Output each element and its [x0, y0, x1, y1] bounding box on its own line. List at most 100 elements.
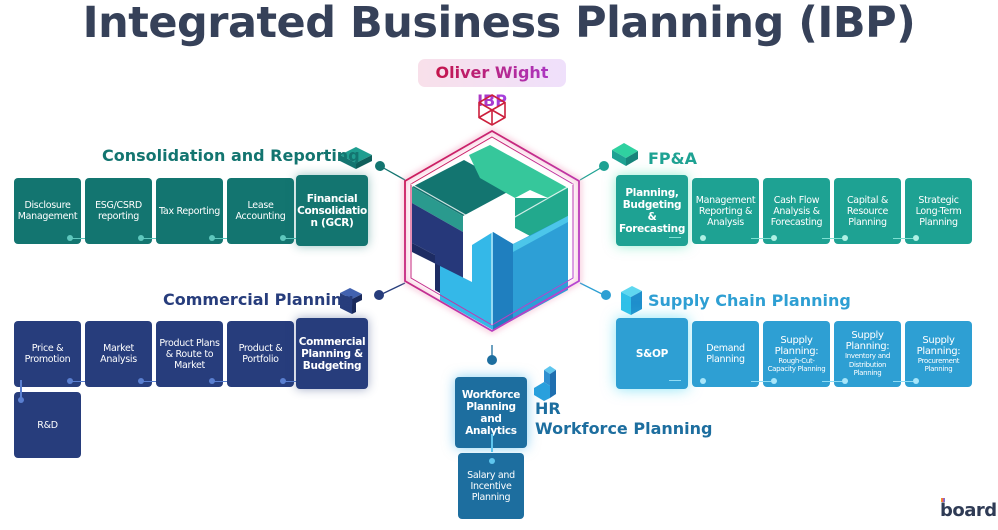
module-supply-planning-rccp[interactable]: Supply Planning:Rough-Cut-Capacity Plann… — [751, 321, 830, 387]
module-lease-accounting[interactable]: Lease Accounting — [227, 178, 302, 244]
module-workforce-planning-analytics[interactable]: Workforce Planning and Analytics — [455, 377, 527, 452]
module-label: Management Reporting & Analysis — [695, 194, 756, 228]
module-label: Supply Planning: — [845, 330, 890, 353]
wireframe-cube-icon — [478, 94, 506, 126]
connector-dot — [842, 378, 848, 384]
connector-dot — [67, 235, 73, 241]
connector-line — [284, 237, 302, 239]
module-label: Demand Planning — [706, 343, 745, 365]
connector-line — [751, 237, 771, 239]
cube-slab-icon — [340, 147, 372, 169]
module-planning-budgeting-forecasting[interactable]: Planning, Budgeting & Forecasting — [616, 175, 688, 246]
cube-corner-icon — [612, 143, 638, 166]
module-sublabel: Procurement Planning — [917, 356, 960, 374]
module-disclosure-management[interactable]: Disclosure Management — [14, 178, 89, 244]
module-label: Cash Flow Analysis & Forecasting — [770, 194, 823, 228]
connector-dot — [913, 378, 919, 384]
cube-step-icon — [340, 288, 362, 314]
module-label: Salary and Incentive Planning — [467, 469, 515, 503]
section-title-hr-line2: Workforce Planning — [535, 419, 713, 438]
connector-dot — [67, 378, 73, 384]
connector-line — [20, 380, 22, 398]
connector-line — [142, 237, 160, 239]
module-label: Workforce Planning and Analytics — [461, 388, 521, 437]
connector-line — [751, 380, 771, 382]
module-salary-incentive-planning[interactable]: Salary and Incentive Planning — [458, 453, 524, 519]
module-label: ESG/CSRD reporting — [95, 200, 142, 222]
module-sublabel: Rough-Cut-Capacity Planning — [767, 356, 826, 374]
module-label: Market Analysis — [100, 343, 137, 365]
connector-dot — [700, 378, 706, 384]
section-title-hr: HR Workforce Planning — [535, 399, 712, 439]
module-sublabel: Inventory and Distribution Planning — [845, 352, 890, 378]
connector-dot — [771, 235, 777, 241]
module-label: S&OP — [635, 347, 669, 360]
section-title-supply-chain: Supply Chain Planning — [648, 291, 851, 310]
module-label: Financial Consolidatio n (GCR) — [297, 192, 367, 229]
oliver-wight-badge: Oliver Wight IBP — [418, 59, 566, 110]
module-r-and-d[interactable]: R&D — [14, 380, 81, 458]
module-s-and-op[interactable]: S&OP — [616, 318, 688, 389]
module-market-analysis[interactable]: Market Analysis — [85, 321, 160, 387]
module-label: Supply Planning: — [774, 334, 819, 357]
connector-dot-commercial — [374, 290, 384, 300]
connector-line — [822, 380, 842, 382]
module-label: Tax Reporting — [159, 205, 220, 217]
module-label: Supply Planning: — [916, 334, 961, 357]
module-tax-reporting[interactable]: Tax Reporting — [156, 178, 231, 244]
module-label: Disclosure Management — [17, 200, 78, 222]
section-title-hr-line1: HR — [535, 399, 561, 418]
module-capital-resource-planning[interactable]: Capital & Resource Planning — [822, 178, 901, 244]
connector-line — [71, 237, 89, 239]
module-label: Product Plans & Route to Market — [159, 337, 220, 371]
connector-dot — [489, 458, 495, 464]
logo-text: board — [940, 500, 997, 521]
module-commercial-planning-budgeting[interactable]: Commercial Planning & Budgeting — [296, 318, 368, 389]
connector-dot — [913, 235, 919, 241]
section-title-fpa: FP&A — [648, 149, 697, 168]
module-label: Lease Accounting — [235, 200, 286, 222]
connector-dot — [138, 235, 144, 241]
connector-line — [893, 237, 913, 239]
module-label: Product & Portfolio — [238, 343, 283, 365]
module-financial-consolidation[interactable]: Financial Consolidatio n (GCR) — [296, 175, 368, 246]
page-title: Integrated Business Planning (IBP) — [82, 0, 916, 48]
connector-dot-supply-chain — [601, 290, 611, 300]
connector-dot — [18, 397, 24, 403]
connector-line — [893, 380, 913, 382]
connector-line — [669, 236, 681, 238]
module-supply-planning-procurement[interactable]: Supply Planning:Procurement Planning — [893, 321, 972, 387]
module-label: Planning, Budgeting & Forecasting — [618, 186, 686, 235]
module-strategic-long-term-planning[interactable]: Strategic Long-Term Planning — [893, 178, 972, 244]
connector-dot — [280, 235, 286, 241]
cube-block-icon — [621, 286, 642, 315]
module-product-portfolio[interactable]: Product & Portfolio — [227, 321, 302, 387]
connector-line — [284, 380, 302, 382]
module-label: Price & Promotion — [24, 343, 71, 365]
connector-dot-consolidation — [375, 161, 385, 171]
module-esg-csrd-reporting[interactable]: ESG/CSRD reporting — [85, 178, 160, 244]
connector-dot — [209, 235, 215, 241]
module-price-promotion[interactable]: Price & Promotion — [14, 321, 89, 387]
connector-dot — [771, 378, 777, 384]
connector-dot-fpa — [599, 161, 609, 171]
module-supply-planning-inventory[interactable]: Supply Planning:Inventory and Distributi… — [822, 321, 901, 387]
connector-line — [822, 237, 842, 239]
module-cash-flow-analysis[interactable]: Cash Flow Analysis & Forecasting — [751, 178, 830, 244]
module-management-reporting[interactable]: Management Reporting & Analysis — [692, 178, 759, 244]
puzzle-cube-graphic — [412, 145, 568, 330]
logo-accent-icon — [941, 498, 945, 502]
connector-line — [71, 380, 89, 382]
connector-dot — [700, 235, 706, 241]
connector-line — [213, 237, 231, 239]
section-title-commercial: Commercial Planning — [163, 290, 354, 309]
connector-dot-hr — [487, 355, 497, 365]
module-label: Commercial Planning & Budgeting — [298, 335, 366, 372]
module-product-plans-route-to-market[interactable]: Product Plans & Route to Market — [156, 321, 231, 387]
connector-dot — [842, 235, 848, 241]
connector-line — [142, 380, 160, 382]
module-label: Strategic Long-Term Planning — [915, 194, 962, 228]
module-label: Capital & Resource Planning — [846, 194, 889, 228]
module-demand-planning[interactable]: Demand Planning — [692, 321, 759, 387]
